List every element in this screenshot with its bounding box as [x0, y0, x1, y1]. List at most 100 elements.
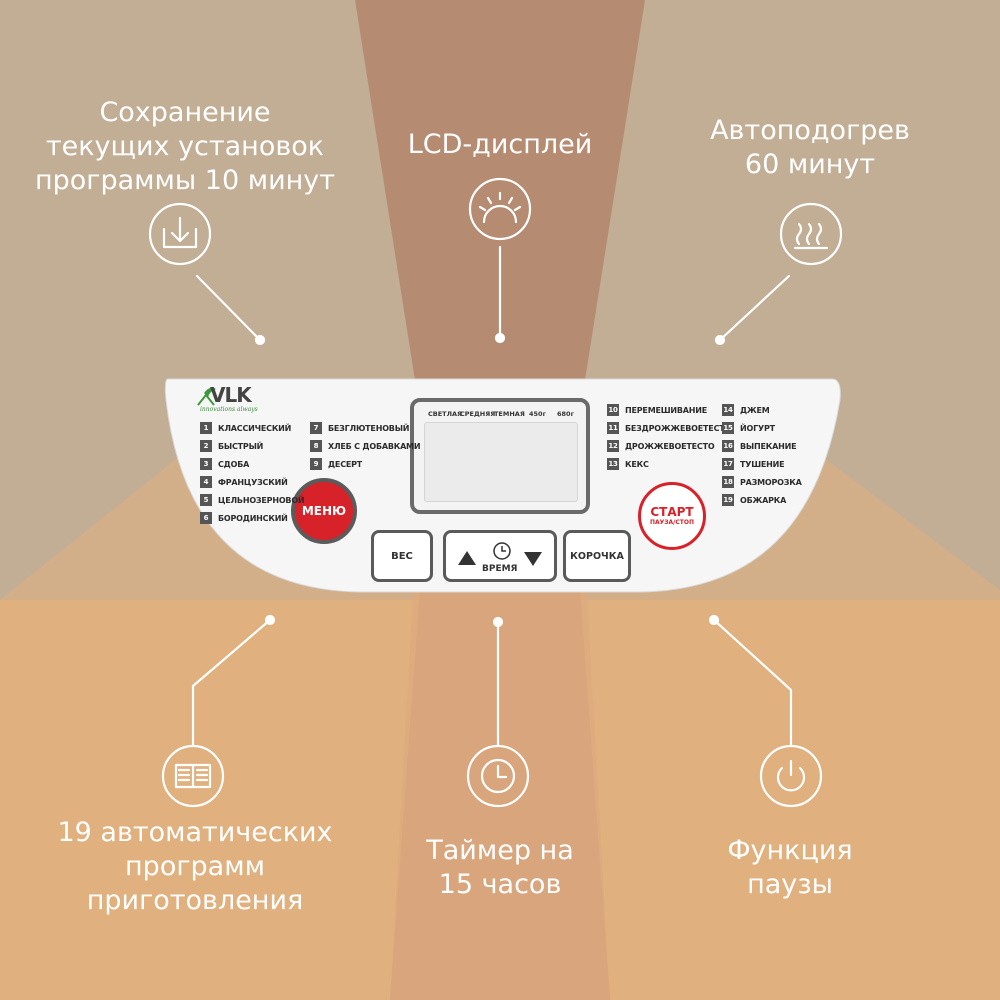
program-item: 19 ОБЖАРКА — [722, 494, 786, 506]
feature-timer-text: Таймер на 15 часов — [380, 834, 620, 902]
program-number: 3 — [200, 458, 212, 470]
program-number: 10 — [607, 404, 619, 416]
program-item: 12 ДРОЖЖЕВОЕТЕСТО — [607, 440, 715, 452]
program-item: 18 РАЗМОРОЗКА — [722, 476, 802, 488]
program-number: 16 — [722, 440, 734, 452]
program-number: 11 — [607, 422, 619, 434]
program-name: ТУШЕНИЕ — [740, 459, 785, 469]
program-number: 2 — [200, 440, 212, 452]
weight-button-label: ВЕС — [391, 550, 413, 562]
lcd-display: СВЕТЛАЯ СРЕДНЯЯ ТЕМНАЯ 450г 680г — [410, 398, 590, 514]
program-number: 14 — [722, 404, 734, 416]
lcd-screen — [424, 422, 578, 502]
feature-warm-text: Автоподогрев 60 минут — [660, 114, 960, 182]
program-name: ХЛЕБ С ДОБАВКАМИ — [328, 441, 421, 451]
program-item: 17 ТУШЕНИЕ — [722, 458, 785, 470]
time-button-label: ВРЕМЯ — [482, 564, 518, 574]
lcd-label-light: СВЕТЛАЯ — [428, 410, 463, 418]
program-name: ВЫПЕКАНИЕ — [740, 441, 797, 451]
program-number: 18 — [722, 476, 734, 488]
feature-lcd-text: LCD-дисплей — [380, 128, 620, 162]
program-number: 4 — [200, 476, 212, 488]
program-number: 7 — [310, 422, 322, 434]
start-button-label: СТАРТ — [650, 505, 694, 519]
crust-button[interactable]: КОРОЧКА — [563, 530, 631, 582]
program-number: 17 — [722, 458, 734, 470]
program-name: ДЖЕМ — [740, 405, 770, 415]
leaf-house-icon — [197, 387, 216, 406]
program-name: ПЕРЕМЕШИВАНИЕ — [625, 405, 708, 415]
program-number: 12 — [607, 440, 619, 452]
feature-pause-text: Функция паузы — [690, 834, 890, 902]
program-item: 2 БЫСТРЫЙ — [200, 440, 263, 452]
time-down-icon[interactable] — [524, 552, 542, 566]
program-number: 6 — [200, 512, 212, 524]
time-up-icon[interactable] — [458, 551, 476, 565]
program-number: 15 — [722, 422, 734, 434]
brand-tagline: innovations always — [200, 406, 258, 413]
feature-lcd-line: LCD-дисплей — [407, 129, 593, 160]
program-name: СДОБА — [218, 459, 250, 469]
brand-name: VLK — [210, 383, 252, 407]
program-name: КЕКС — [625, 459, 649, 469]
program-name: БОРОДИНСКИЙ — [218, 513, 288, 523]
program-item: 1 КЛАССИЧЕСКИЙ — [200, 422, 291, 434]
feature-timer-line: Таймер на — [426, 835, 574, 866]
program-number: 1 — [200, 422, 212, 434]
time-button-group: ВРЕМЯ — [443, 530, 557, 582]
program-item: 13 КЕКС — [607, 458, 649, 470]
program-name: БЫСТРЫЙ — [218, 441, 264, 451]
program-name: ДЕСЕРТ — [328, 459, 363, 469]
feature-pause-line: паузы — [747, 869, 833, 900]
feature-programs-text: 19 автоматических программ приготовления — [30, 816, 360, 918]
program-name: ДРОЖЖЕВОЕТЕСТО — [625, 441, 715, 451]
program-item: 10 ПЕРЕМЕШИВАНИЕ — [607, 404, 707, 416]
program-number: 13 — [607, 458, 619, 470]
weight-button[interactable]: ВЕС — [371, 530, 433, 582]
feature-save-line: программы 10 минут — [34, 165, 336, 196]
feature-warm-line: 60 минут — [744, 149, 876, 180]
clock-small-icon — [493, 542, 511, 560]
feature-pause-line: Функция — [727, 835, 853, 866]
lcd-label-medium: СРЕДНЯЯ — [460, 410, 496, 418]
feature-programs-line: 19 автоматических — [57, 817, 333, 848]
menu-button-label: МЕНЮ — [301, 504, 347, 518]
program-item: 8 ХЛЕБ С ДОБАВКАМИ — [310, 440, 421, 452]
start-button-sublabel: ПАУЗА/СТОП — [649, 519, 694, 526]
program-item: 15 ЙОГУРТ — [722, 422, 775, 434]
program-number: 8 — [310, 440, 322, 452]
program-number: 5 — [200, 494, 212, 506]
feature-timer-line: 15 часов — [438, 869, 562, 900]
program-item: 14 ДЖЕМ — [722, 404, 770, 416]
feature-warm-line: Автоподогрев — [710, 115, 910, 146]
program-item: 3 СДОБА — [200, 458, 249, 470]
program-number: 9 — [310, 458, 322, 470]
feature-save-line: Сохранение — [99, 97, 271, 128]
feature-programs-line: программ — [125, 851, 265, 882]
lcd-label-680: 680г — [557, 410, 574, 418]
program-name: ОБЖАРКА — [740, 495, 787, 505]
program-item: 4 ФРАНЦУЗСКИЙ — [200, 476, 288, 488]
program-name: КЛАССИЧЕСКИЙ — [218, 423, 292, 433]
brand-logo: VLK innovations always — [196, 383, 286, 415]
feature-programs-line: приготовления — [86, 885, 304, 916]
lcd-label-dark: ТЕМНАЯ — [494, 410, 525, 418]
program-name: БЕЗДРОЖЖЕВОЕТЕСТО — [625, 423, 732, 433]
program-item: 5 ЦЕЛЬНОЗЕРНОВОЙ — [200, 494, 305, 506]
program-name: РАЗМОРОЗКА — [740, 477, 802, 487]
program-name: ФРАНЦУЗСКИЙ — [218, 477, 288, 487]
feature-save-text: Сохранение текущих установок программы 1… — [20, 96, 350, 198]
program-name: ЙОГУРТ — [740, 423, 775, 433]
program-name: ЦЕЛЬНОЗЕРНОВОЙ — [218, 495, 305, 505]
program-item: 9 ДЕСЕРТ — [310, 458, 362, 470]
start-button[interactable]: СТАРТ ПАУЗА/СТОП — [638, 482, 706, 550]
program-number: 19 — [722, 494, 734, 506]
menu-button[interactable]: МЕНЮ — [291, 478, 357, 544]
program-item: 11 БЕЗДРОЖЖЕВОЕТЕСТО — [607, 422, 731, 434]
lcd-label-450: 450г — [529, 410, 546, 418]
program-item: 6 БОРОДИНСКИЙ — [200, 512, 288, 524]
program-item: 16 ВЫПЕКАНИЕ — [722, 440, 797, 452]
crust-button-label: КОРОЧКА — [570, 550, 624, 562]
